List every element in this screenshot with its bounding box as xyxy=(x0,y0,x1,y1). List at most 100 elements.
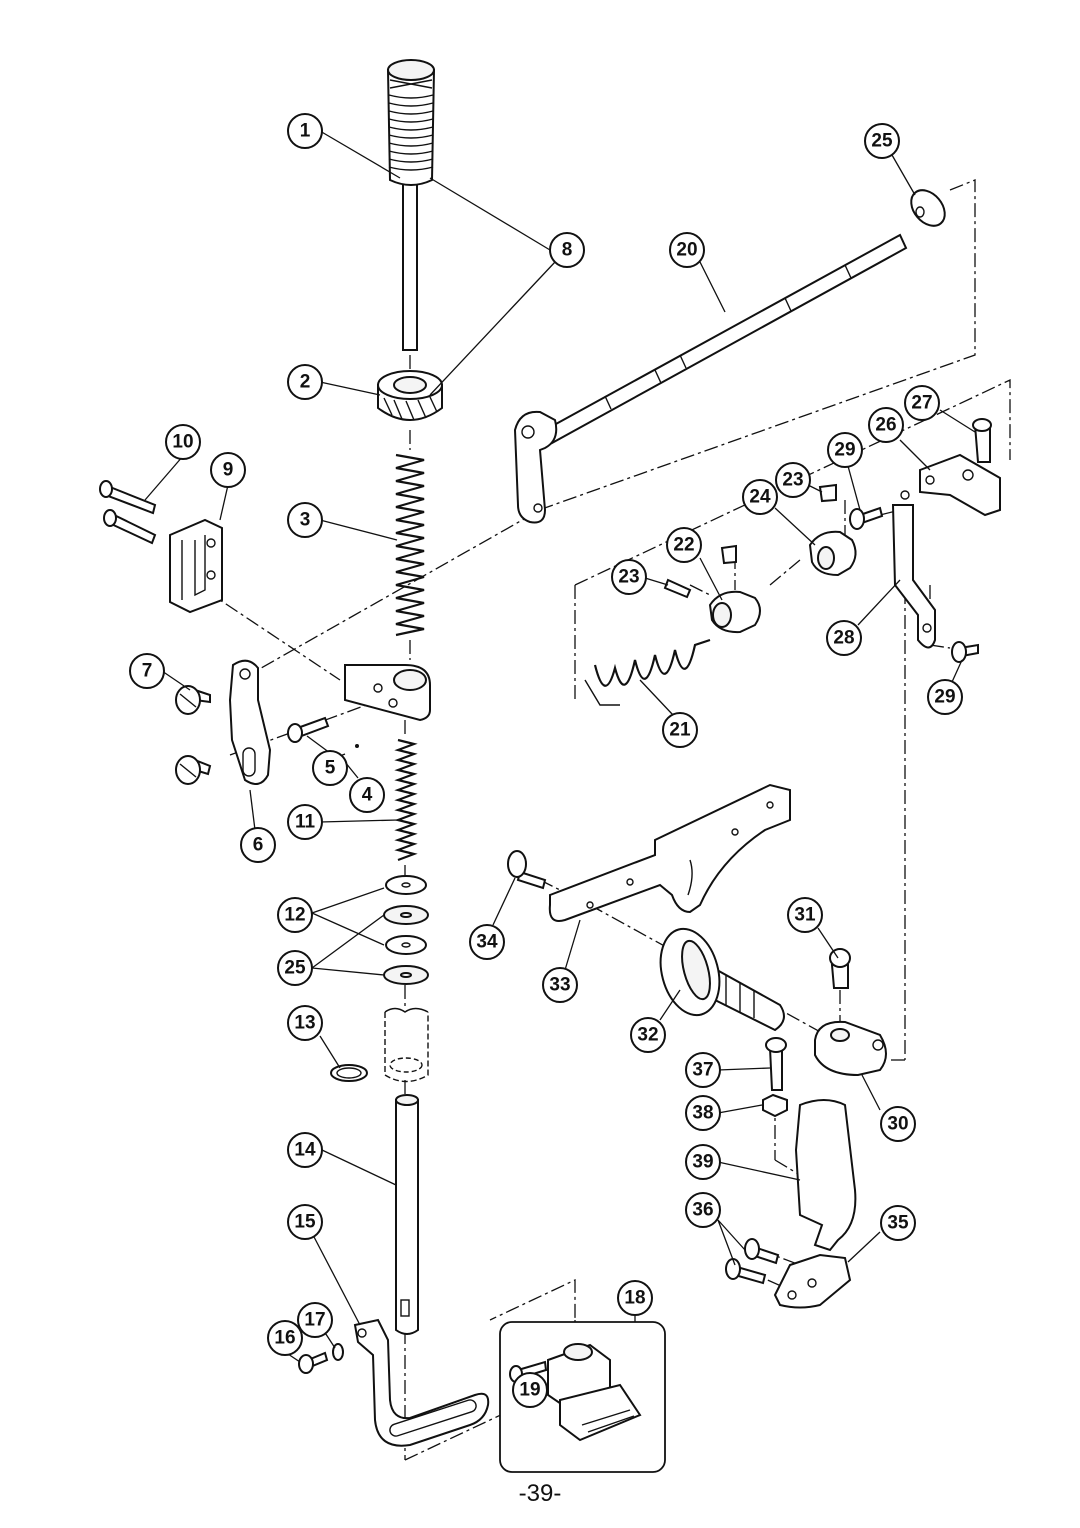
callout-8: 8 xyxy=(549,232,585,268)
part-37-screw xyxy=(765,1037,787,1091)
svg-text:29: 29 xyxy=(834,440,855,461)
part-2-knurled-nut xyxy=(377,370,443,421)
svg-text:2: 2 xyxy=(300,372,311,393)
callout-35: 35 xyxy=(880,1205,916,1241)
callout-14: 14 xyxy=(287,1132,323,1168)
callout-38: 38 xyxy=(685,1095,721,1131)
svg-text:18: 18 xyxy=(624,1288,645,1309)
svg-text:5: 5 xyxy=(325,758,336,779)
callout-3: 3 xyxy=(287,502,323,538)
svg-text:6: 6 xyxy=(253,835,264,856)
callout-1: 1 xyxy=(287,113,323,149)
svg-text:30: 30 xyxy=(887,1114,908,1135)
svg-text:7: 7 xyxy=(142,661,153,682)
part-29-screw-lower xyxy=(951,641,979,663)
callout-36: 36 xyxy=(685,1192,721,1228)
callout-28: 28 xyxy=(826,620,862,656)
svg-text:22: 22 xyxy=(673,535,694,556)
svg-text:34: 34 xyxy=(476,932,498,953)
callout-23-right: 23 xyxy=(775,462,811,498)
part-1-pressure-regulator-rod xyxy=(386,59,436,351)
part-10-screws xyxy=(99,480,157,545)
callout-25-top: 25 xyxy=(864,123,900,159)
svg-text:25: 25 xyxy=(284,958,306,979)
callout-16: 16 xyxy=(267,1320,303,1356)
svg-text:11: 11 xyxy=(295,812,316,833)
part-20-shaft xyxy=(513,233,908,524)
part-7-screw xyxy=(175,685,211,715)
part-6-lower-screw xyxy=(175,755,212,785)
part-39-lever xyxy=(794,1099,857,1252)
callout-11: 11 xyxy=(287,804,323,840)
svg-text:38: 38 xyxy=(692,1103,713,1124)
part-28-crank-lever xyxy=(891,490,936,649)
svg-text:21: 21 xyxy=(669,720,691,741)
callout-21: 21 xyxy=(662,712,698,748)
assembly-guide-lines xyxy=(204,179,1011,1461)
part-5-clamp-block xyxy=(287,664,431,743)
svg-text:13: 13 xyxy=(294,1013,315,1034)
callout-24: 24 xyxy=(742,479,778,515)
svg-text:3: 3 xyxy=(300,510,311,531)
svg-text:37: 37 xyxy=(692,1060,713,1081)
part-38-nut xyxy=(762,1093,788,1118)
part-34-screw xyxy=(507,850,547,890)
part-12-25-washers xyxy=(383,875,429,985)
svg-text:19: 19 xyxy=(519,1380,540,1401)
sleeve-outline xyxy=(384,1007,429,1083)
callout-22: 22 xyxy=(666,527,702,563)
callout-37: 37 xyxy=(685,1052,721,1088)
callout-23-left: 23 xyxy=(611,559,647,595)
callout-4: 4 xyxy=(349,777,385,813)
callout-32: 32 xyxy=(630,1017,666,1053)
callout-9: 9 xyxy=(210,452,246,488)
callout-7: 7 xyxy=(129,653,165,689)
svg-text:4: 4 xyxy=(362,785,373,806)
part-33-lifting-plate xyxy=(548,783,791,922)
svg-text:24: 24 xyxy=(749,487,771,508)
part-6-link-plate xyxy=(228,659,272,785)
part-15-presser-bar-guide xyxy=(353,1318,490,1447)
part-9-guide-block xyxy=(169,518,223,614)
callout-5: 5 xyxy=(312,750,348,786)
svg-text:15: 15 xyxy=(294,1212,316,1233)
part-3-pressure-spring xyxy=(395,453,425,637)
callout-18: 18 xyxy=(617,1280,653,1316)
callout-6: 6 xyxy=(240,827,276,863)
callout-33: 33 xyxy=(542,967,578,1003)
callout-2: 2 xyxy=(287,364,323,400)
part-25-washer-top xyxy=(910,189,946,227)
svg-text:8: 8 xyxy=(562,240,573,261)
callout-20: 20 xyxy=(669,232,705,268)
callout-19: 19 xyxy=(512,1372,548,1408)
part-16-17-screw-washer xyxy=(298,1343,344,1374)
callout-34: 34 xyxy=(469,924,505,960)
callout-30: 30 xyxy=(880,1106,916,1142)
callout-17: 17 xyxy=(297,1302,333,1338)
svg-text:29: 29 xyxy=(934,687,955,708)
callout-29-upper: 29 xyxy=(827,432,863,468)
part-11-small-spring xyxy=(394,738,418,862)
callout-12: 12 xyxy=(277,897,313,933)
svg-text:16: 16 xyxy=(274,1328,295,1349)
svg-text:33: 33 xyxy=(549,975,570,996)
part-26-crank-block xyxy=(919,453,1001,517)
callout-15: 15 xyxy=(287,1204,323,1240)
svg-text:23: 23 xyxy=(782,470,803,491)
part-24-collar xyxy=(808,530,857,577)
callout-39: 39 xyxy=(685,1144,721,1180)
part-23-screw-right xyxy=(818,483,837,503)
svg-text:32: 32 xyxy=(637,1025,658,1046)
part-21-torsion-spring xyxy=(584,638,711,706)
callout-26: 26 xyxy=(868,407,904,443)
part-14-presser-bar xyxy=(395,1094,419,1335)
callout-10: 10 xyxy=(165,424,201,460)
svg-text:31: 31 xyxy=(794,905,816,926)
svg-text:1: 1 xyxy=(300,121,311,142)
part-35-bracket xyxy=(773,1253,852,1309)
svg-text:23: 23 xyxy=(618,567,639,588)
part-13-o-ring xyxy=(330,1064,368,1082)
page-number: -39- xyxy=(518,1480,562,1507)
part-23-screw-left xyxy=(663,578,692,599)
